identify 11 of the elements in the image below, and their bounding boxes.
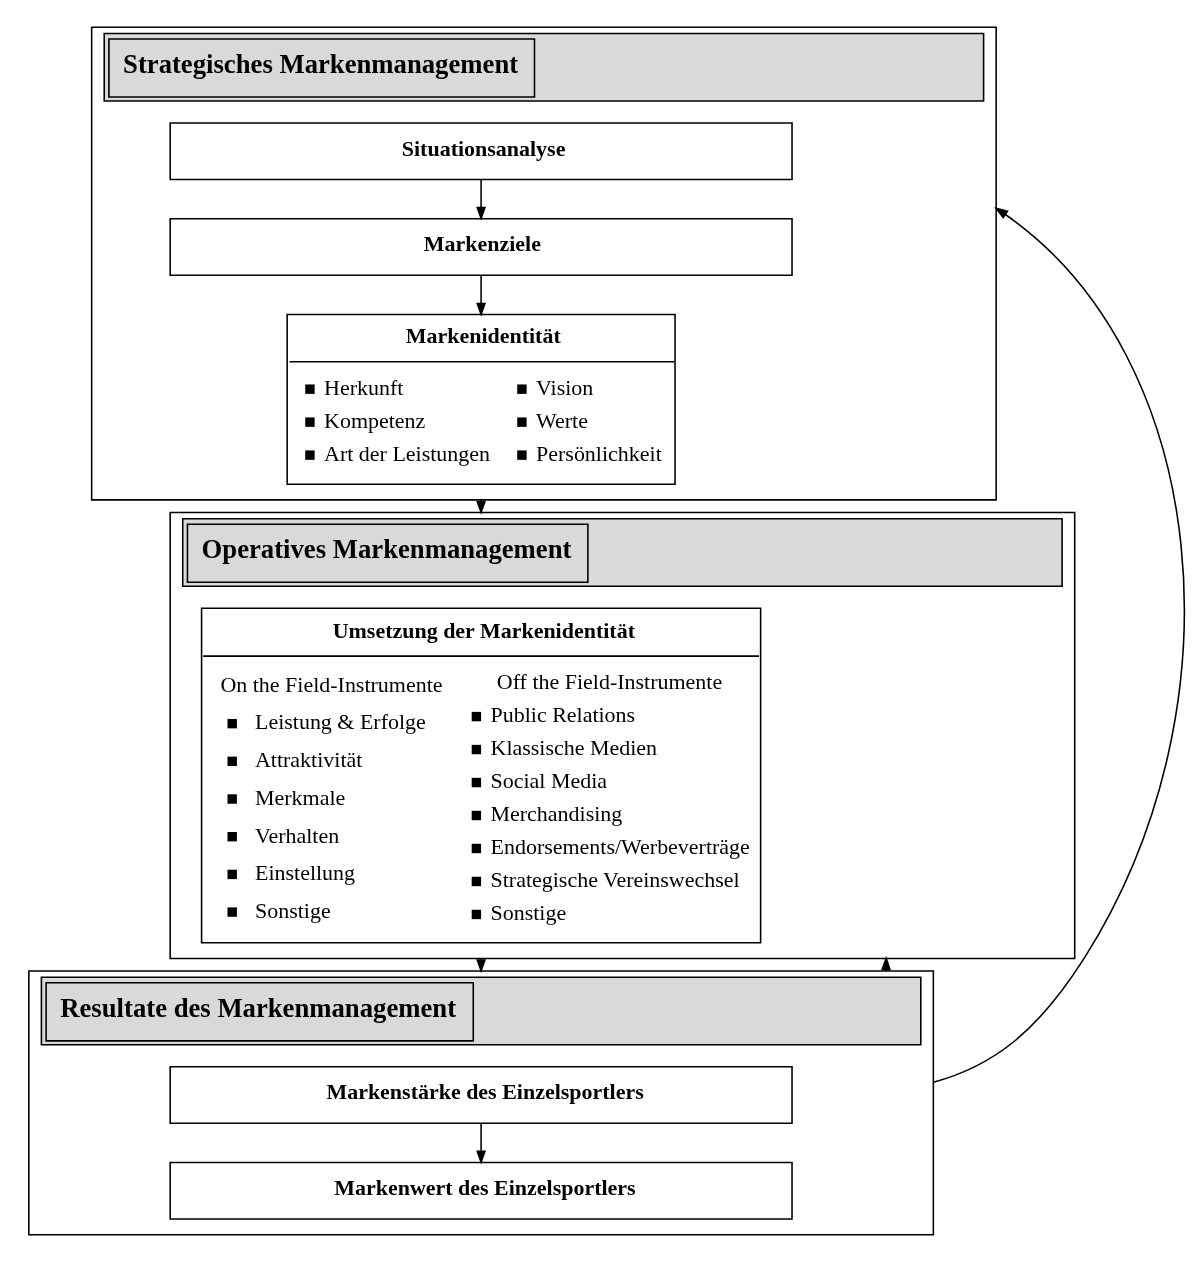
arrow <box>475 275 486 317</box>
node-box: Situationsanalyse <box>168 122 793 181</box>
arrow <box>475 1122 486 1165</box>
arrow <box>932 207 1185 1083</box>
arrow <box>475 957 486 974</box>
node-box: Markenziele <box>168 218 793 277</box>
arrow <box>475 178 486 221</box>
arrow <box>880 956 891 972</box>
arrow <box>475 499 486 515</box>
node-box: Markenwert des Einzelsportlers <box>168 1161 793 1220</box>
node-box: Markenstärke des Einzelsportlers <box>168 1066 793 1125</box>
